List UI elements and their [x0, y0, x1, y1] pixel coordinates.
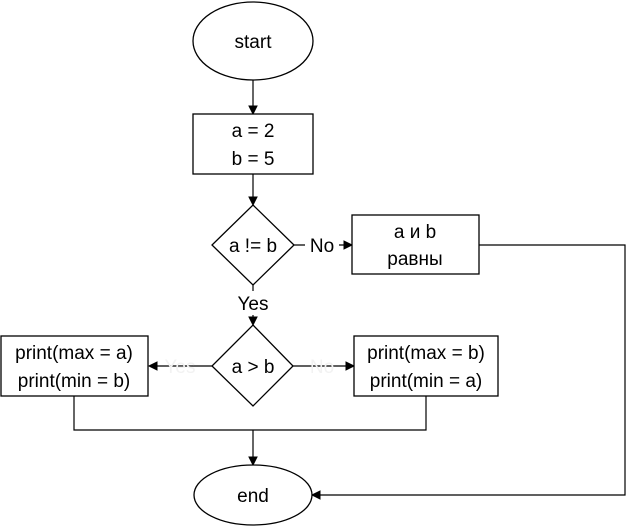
end-label: end [237, 486, 269, 507]
equal-msg-node: a и b равны [351, 214, 480, 275]
print-right-line-1: print(max = b) [367, 343, 485, 364]
arrowhead [248, 196, 258, 207]
edge-label-yes: Yes [238, 294, 269, 315]
start-ellipse [192, 1, 314, 81]
check-neq-diamond [211, 204, 295, 286]
print-right-node: print(max = b) print(min = a) [353, 335, 499, 397]
init-box [192, 113, 314, 175]
init-line-2: b = 5 [232, 149, 275, 170]
arrowhead [310, 490, 321, 500]
start-label: start [235, 32, 273, 53]
arrowhead [248, 456, 258, 467]
check-neq-label: a != b [229, 236, 277, 257]
arrowhead [345, 361, 356, 371]
arrowhead [248, 105, 258, 116]
arrowhead [248, 316, 258, 327]
equal-msg-line-1: a и b [394, 222, 436, 243]
edge-equal-to-end [318, 244, 626, 496]
check-gt-node: a > b [211, 324, 294, 407]
print-left-node: print(max = a) print(min = b) [0, 335, 149, 397]
arrowhead [343, 240, 354, 250]
print-left-line-1: print(max = a) [15, 343, 133, 364]
print-right-line-2: print(min = a) [370, 371, 482, 392]
equal-msg-box [351, 214, 480, 275]
no-label-bg [305, 233, 339, 257]
edge-label-no: No [310, 236, 334, 257]
edge-merge [73, 396, 427, 431]
check-neq-node: a != b [211, 204, 295, 286]
arrowhead [147, 361, 158, 371]
check-gt-diamond [211, 324, 294, 407]
end-ellipse [193, 464, 313, 526]
print-right-box [353, 335, 499, 397]
print-left-box [0, 335, 149, 397]
init-node: a = 2 b = 5 [192, 113, 314, 175]
init-line-1: a = 2 [232, 121, 275, 142]
yes-label-bg [232, 291, 274, 315]
check-gt-label: a > b [232, 357, 275, 378]
ghost-label-yes: Yes [165, 357, 196, 378]
equal-msg-line-2: равны [387, 249, 442, 270]
end-node: end [193, 464, 313, 526]
print-left-line-2: print(min = b) [18, 371, 130, 392]
start-node: start [192, 1, 314, 81]
ghost-label-no: No [310, 357, 334, 378]
connectors [73, 80, 626, 500]
